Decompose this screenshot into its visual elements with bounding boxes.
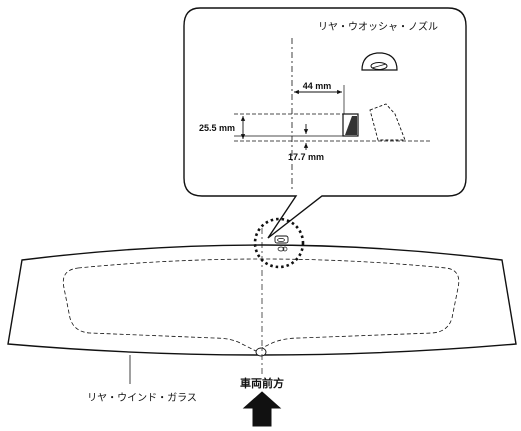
- glass-label: リヤ・ウインド・ガラス: [87, 392, 197, 404]
- up-arrow-icon: [242, 391, 282, 427]
- nozzle-label: リヤ・ウオッシャ・ノズル: [318, 20, 438, 33]
- nozzle-side-view: [342, 103, 406, 141]
- dimension-44mm: 44 mm: [294, 81, 342, 95]
- magnify-circle: [253, 217, 305, 269]
- dimension-25-5mm-label: 25.5 mm: [199, 123, 235, 133]
- nozzle-on-glass-icon: [274, 235, 289, 252]
- washer-nozzle-icon: [361, 52, 398, 71]
- dimension-44mm-label: 44 mm: [303, 81, 332, 91]
- dimension-17-7mm-label: 17.7 mm: [288, 152, 324, 162]
- dimension-17-7mm: 17.7 mm: [288, 124, 324, 162]
- dimension-25-5mm: 25.5 mm: [199, 116, 246, 139]
- vehicle-front-label: 車両前方: [240, 376, 284, 390]
